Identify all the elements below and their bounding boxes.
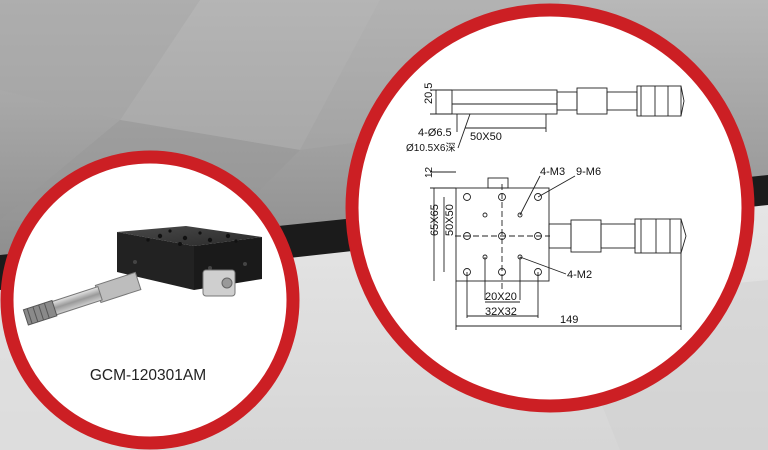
dim-height-side: 20.5 <box>423 83 435 104</box>
dim-top-offset: 12 <box>424 166 435 178</box>
dim-pitch-side: 50X50 <box>470 131 502 143</box>
dim-hole-pitch: 50X50 <box>444 204 456 236</box>
dim-inner-1: 20X20 <box>485 291 517 303</box>
dim-outer: 65X65 <box>429 204 441 236</box>
product-photo-circle <box>0 150 300 450</box>
label-m6: 9-M6 <box>576 166 601 178</box>
top-view <box>430 171 687 330</box>
technical-drawing-circle: 20.5 4-Ø6.5 50X50 Ø10.5X6深 12 65X65 50X5… <box>345 3 755 413</box>
stage-product-image <box>22 226 262 326</box>
dim-inner-2: 32X32 <box>485 306 517 318</box>
product-model-caption: GCM-120301AM <box>89 367 207 384</box>
label-m2: 4-M2 <box>567 269 592 281</box>
label-m3: 4-M3 <box>540 166 565 178</box>
dim-holes-side: 4-Ø6.5 <box>418 127 452 139</box>
dim-counterbore: Ø10.5X6深 <box>406 142 455 154</box>
dim-total-length: 149 <box>560 314 578 326</box>
side-view <box>430 85 685 149</box>
